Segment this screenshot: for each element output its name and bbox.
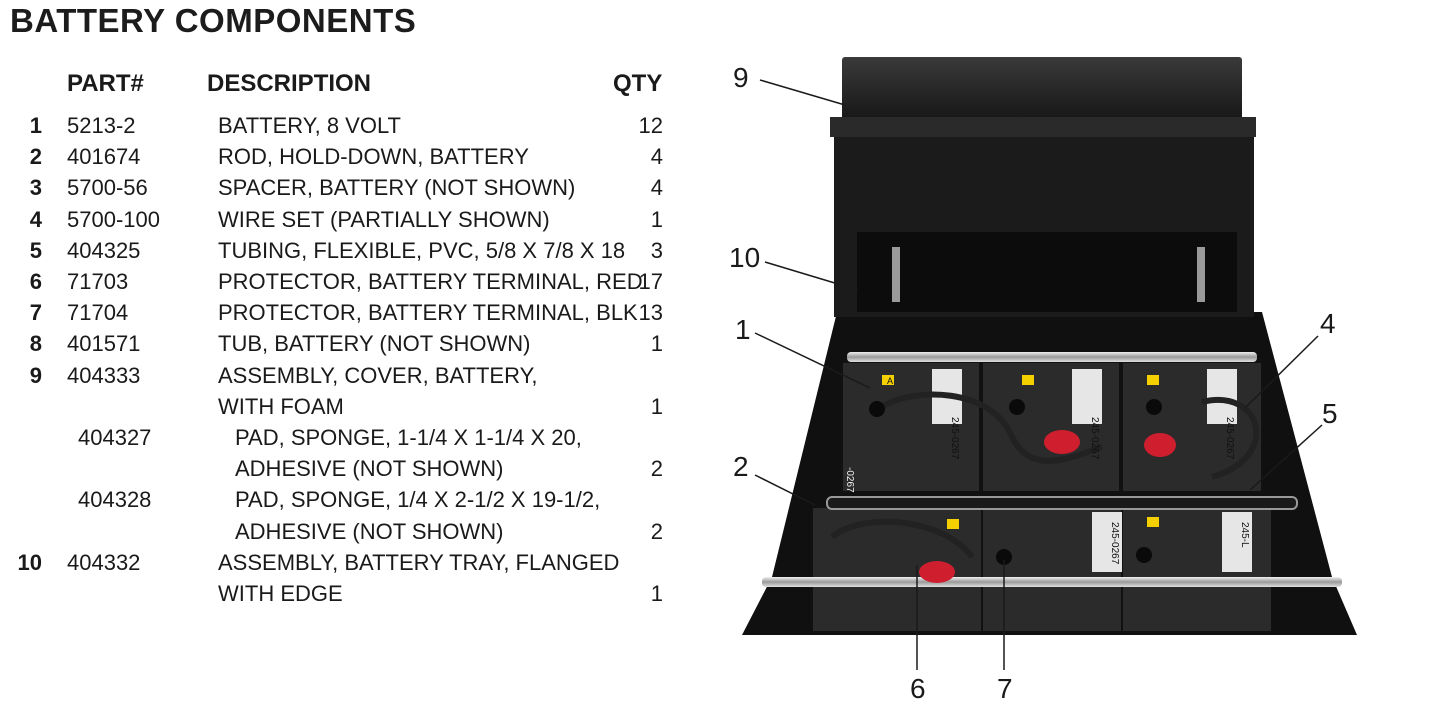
item-qty: 17 <box>638 269 663 294</box>
table-row: 4 5700-100 WIRE SET (PARTIALLY SHOWN) 1 <box>0 204 700 235</box>
item-qty: 1 <box>650 581 663 606</box>
item-description: PAD, SPONGE, 1/4 X 2-1/2 X 19-1/2, <box>235 487 601 513</box>
item-number: 3 <box>29 175 42 201</box>
item-description: SPACER, BATTERY (NOT SHOWN) <box>218 175 576 201</box>
table-row: 5 404325 TUBING, FLEXIBLE, PVC, 5/8 X 7/8 … <box>0 235 700 266</box>
item-qty: 2 <box>650 518 663 544</box>
item-number: 1 <box>29 113 42 138</box>
table-row: 3 5700-56 SPACER, BATTERY (NOT SHOWN) 4 <box>0 172 700 203</box>
table-row: 404327 PAD, SPONGE, 1-1/4 X 1-1/4 X 20, <box>0 422 700 453</box>
battery-code-4: -0267 <box>844 467 855 493</box>
item-description: ADHESIVE (NOT SHOWN) <box>235 456 504 482</box>
callout-9: 9 <box>733 62 749 93</box>
table-row: WITH FOAM 1 <box>0 391 700 422</box>
table-row: 8 401571 TUB, BATTERY (NOT SHOWN) 1 <box>0 328 700 359</box>
table-row: 404328 PAD, SPONGE, 1/4 X 2-1/2 X 19-1/2, <box>0 484 700 515</box>
part-number: 5213-2 <box>67 113 136 138</box>
part-number: 404332 <box>67 549 141 575</box>
table-row: 1 5213-2 BATTERY, 8 VOLT 12 <box>0 110 700 141</box>
item-description: ROD, HOLD-DOWN, BATTERY <box>218 144 529 170</box>
battery-label-a: A <box>887 376 893 386</box>
item-qty: 4 <box>650 175 663 201</box>
callout-6: 6 <box>910 673 926 704</box>
item-description: PROTECTOR, BATTERY TERMINAL, RED <box>218 269 643 294</box>
part-number: 71703 <box>67 269 129 294</box>
item-number: 4 <box>29 206 42 232</box>
item-description: TUB, BATTERY (NOT SHOWN) <box>218 331 531 357</box>
item-number: 7 <box>29 300 42 326</box>
item-qty: 1 <box>650 331 663 357</box>
item-qty: 4 <box>650 144 663 170</box>
part-number: 404327 <box>78 425 152 450</box>
item-description: WITH FOAM <box>218 393 344 419</box>
battery-code-1: 245-0267 <box>949 417 960 460</box>
table-row: ADHESIVE (NOT SHOWN) 2 <box>0 516 700 547</box>
callout-10: 10 <box>729 242 761 273</box>
item-description: PAD, SPONGE, 1-1/4 X 1-1/4 X 20, <box>235 425 582 450</box>
item-description: TUBING, FLEXIBLE, PVC, 5/8 X 7/8 X 18 <box>218 237 626 263</box>
item-description: PROTECTOR, BATTERY TERMINAL, BLK <box>218 300 638 326</box>
part-number: 5700-100 <box>67 206 160 232</box>
battery-code-5: 245-0267 <box>1109 522 1120 565</box>
page-title: BATTERY COMPONENTS <box>10 2 417 39</box>
item-qty: 13 <box>638 300 663 326</box>
callout-1: 1 <box>735 314 751 345</box>
table-row: WITH EDGE 1 <box>0 578 700 609</box>
item-description: ADHESIVE (NOT SHOWN) <box>235 518 504 544</box>
item-description: ASSEMBLY, COVER, BATTERY, <box>218 362 538 388</box>
item-description: WITH EDGE <box>218 581 343 606</box>
part-number: 401674 <box>67 144 141 170</box>
table-row: 9 404333 ASSEMBLY, COVER, BATTERY, <box>0 360 700 391</box>
battery-code-6: 245-L <box>1239 522 1250 548</box>
part-number: 401571 <box>67 331 141 357</box>
part-number: 71704 <box>67 300 129 326</box>
item-qty: 3 <box>650 237 663 263</box>
table-row: 10 404332 ASSEMBLY, BATTERY TRAY, FLANGED <box>0 547 700 578</box>
item-qty: 2 <box>650 456 663 482</box>
item-description: ASSEMBLY, BATTERY TRAY, FLANGED <box>218 549 620 575</box>
callout-2: 2 <box>733 451 749 482</box>
item-number: 5 <box>29 237 42 263</box>
item-qty: 1 <box>650 393 663 419</box>
item-number: 8 <box>29 331 42 357</box>
item-description: WIRE SET (PARTIALLY SHOWN) <box>218 206 550 232</box>
item-qty: 1 <box>650 206 663 232</box>
header-description: DESCRIPTION <box>207 70 372 97</box>
table-row: ADHESIVE (NOT SHOWN) 2 <box>0 453 700 484</box>
header-qty: QTY <box>613 70 663 97</box>
callout-4: 4 <box>1320 308 1336 339</box>
item-number: 6 <box>29 269 42 294</box>
part-number: 404333 <box>67 362 141 388</box>
part-number: 404325 <box>67 237 141 263</box>
battery-code-2: 245-0267 <box>1089 417 1100 460</box>
header-part: PART# <box>67 70 144 97</box>
callout-5: 5 <box>1322 398 1338 429</box>
part-number: 5700-56 <box>67 175 148 201</box>
battery-tray-photo: A 245-0267 245-0267 245-0267 -0267 245-0… <box>742 57 1357 635</box>
part-number: 404328 <box>78 487 152 513</box>
item-qty: 12 <box>638 113 663 138</box>
item-number: 9 <box>29 362 42 388</box>
table-row: 2 401674 ROD, HOLD-DOWN, BATTERY 4 <box>0 141 700 172</box>
item-number: 2 <box>29 144 42 170</box>
callout-7: 7 <box>997 673 1013 704</box>
item-description: BATTERY, 8 VOLT <box>218 113 401 138</box>
battery-code-3: 245-0267 <box>1224 417 1235 460</box>
item-number: 10 <box>17 549 42 575</box>
